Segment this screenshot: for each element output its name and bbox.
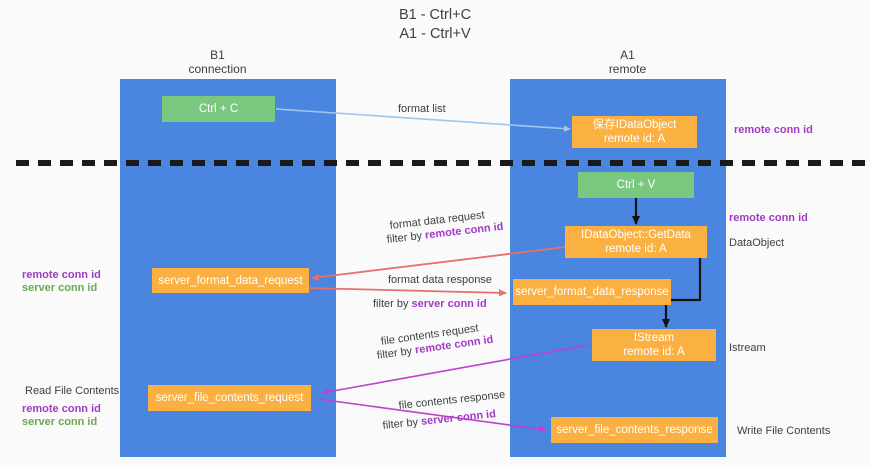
node-server-format-data-response[interactable]: server_format_data_response — [513, 279, 671, 305]
node-server-file-contents-response[interactable]: server_file_contents_response — [551, 417, 718, 443]
node-server-format-data-response-label: server_format_data_response — [515, 286, 669, 298]
side-label-dataobject: DataObject — [729, 237, 785, 249]
node-ctrl-c-label: Ctrl + C — [198, 103, 239, 115]
page-title-line-1: B1 - Ctrl+C — [398, 7, 472, 23]
side-label-left-remote-conn-id-bottom: remote conn id — [22, 403, 101, 415]
side-label-left-server-conn-id-mid: server conn id — [22, 282, 98, 294]
edge-label-format-list: format list — [398, 102, 446, 116]
edge-label-filter-prefix-4: filter by — [382, 415, 422, 432]
side-label-left-remote-conn-id-mid: remote conn id — [22, 269, 101, 281]
node-istream[interactable]: IStream remote id: A — [592, 329, 716, 361]
node-server-format-data-request[interactable]: server_format_data_request — [152, 268, 309, 293]
edge-label-filter-key-server-conn-id: server conn id — [411, 298, 487, 310]
page-title-line-2: A1 - Ctrl+V — [399, 26, 471, 42]
node-ctrl-c[interactable]: Ctrl + C — [162, 96, 275, 122]
side-label-left-server-conn-id-bottom: server conn id — [22, 416, 98, 428]
node-ctrl-v[interactable]: Ctrl + V — [578, 172, 694, 198]
side-label-remote-conn-id-mid: remote conn id — [729, 212, 808, 224]
node-idataobject-getdata[interactable]: IDataObject::GetData remote id: A — [565, 226, 707, 258]
edge-label-filter-prefix: filter by — [386, 229, 426, 246]
node-server-file-contents-response-label: server_file_contents_response — [556, 424, 713, 436]
lane-header-a1-subtitle: remote — [608, 62, 647, 76]
side-label-istream: Istream — [729, 342, 766, 354]
edge-label-format-data-response: format data response — [388, 273, 492, 287]
lane-header-b1-subtitle: connection — [188, 62, 247, 76]
node-istream-line-2: remote id: A — [623, 346, 685, 358]
side-label-remote-conn-id-top: remote conn id — [734, 124, 813, 136]
node-idataobject-getdata-line-1: IDataObject::GetData — [581, 229, 691, 241]
edge-label-format-data-response-text: format data response — [388, 274, 492, 286]
lane-header-b1: B1 connection — [150, 48, 285, 76]
lane-header-b1-title: B1 — [210, 48, 225, 62]
edge-label-filter-key-server-conn-id-2: server conn id — [420, 408, 497, 428]
node-save-idataobject-line-2: remote id: A — [603, 133, 666, 145]
edge-label-format-list-text: format list — [398, 103, 446, 115]
edge-label-filter-prefix-2: filter by — [373, 298, 412, 310]
node-server-file-contents-request[interactable]: server_file_contents_request — [148, 385, 311, 411]
node-ctrl-v-label: Ctrl + V — [616, 179, 656, 191]
side-label-write-file-contents: Write File Contents — [737, 425, 831, 437]
node-idataobject-getdata-line-2: remote id: A — [605, 243, 667, 255]
node-save-idataobject[interactable]: 保存IDataObject remote id: A — [572, 116, 697, 148]
node-server-file-contents-request-label: server_file_contents_request — [155, 392, 304, 404]
lane-header-a1: A1 remote — [560, 48, 695, 76]
page-title: B1 - Ctrl+C A1 - Ctrl+V — [330, 6, 540, 44]
lane-header-a1-title: A1 — [620, 48, 635, 62]
node-server-format-data-request-label: server_format_data_request — [158, 274, 303, 287]
side-label-read-file-contents: Read File Contents — [25, 385, 120, 397]
node-save-idataobject-line-1: 保存IDataObject — [592, 119, 677, 131]
edge-label-filter-prefix-3: filter by — [376, 344, 416, 362]
edge-label-format-data-response-filter: filter by server conn id — [373, 297, 487, 311]
node-istream-line-1: IStream — [633, 332, 675, 344]
